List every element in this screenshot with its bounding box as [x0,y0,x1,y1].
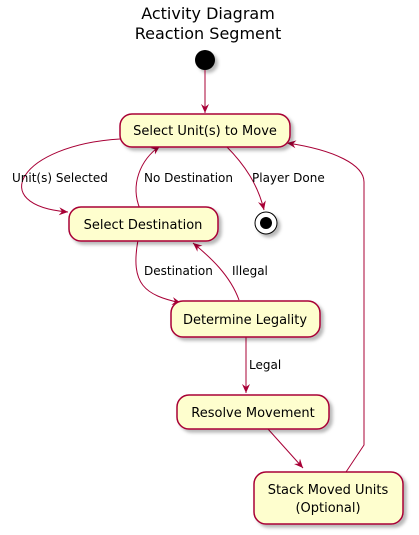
edge-illegal [192,242,240,301]
activity-stack-moved-units-label-line-1: Stack Moved Units [268,483,389,498]
activity-resolve-movement: Resolve Movement [176,394,330,430]
activity-select-units: Select Unit(s) to Move [119,113,291,148]
edge-destination [135,239,182,305]
edge-label-units-selected: Unit(s) Selected [12,171,108,185]
edge-units-selected [21,138,121,216]
end-node [254,211,278,235]
edge-stack-to-select-units [286,140,365,473]
edge-no-destination [135,145,161,210]
activity-resolve-movement-label: Resolve Movement [191,406,314,421]
edge-label-player-done: Player Done [252,171,325,185]
edges [21,70,365,473]
start-node [195,50,215,70]
activity-select-units-label: Select Unit(s) to Move [133,124,277,139]
diagram-title-line-2: Reaction Segment [135,24,282,43]
diagram-title-line-1: Activity Diagram [141,4,275,23]
activity-stack-moved-units: Stack Moved Units (Optional) [253,471,404,525]
edge-label-illegal: Illegal [232,264,268,278]
activity-determine-legality: Determine Legality [170,300,321,338]
activity-select-destination: Select Destination [68,206,219,242]
edge-player-done [225,145,266,211]
edge-label-no-destination: No Destination [144,171,233,185]
activity-stack-moved-units-label-line-2: (Optional) [295,501,360,516]
activity-determine-legality-label: Determine Legality [183,313,307,328]
edge-label-legal: Legal [249,358,281,372]
activity-select-destination-label: Select Destination [84,218,203,233]
edge-resolve-to-stack [267,428,304,469]
edge-label-destination: Destination [144,264,213,278]
